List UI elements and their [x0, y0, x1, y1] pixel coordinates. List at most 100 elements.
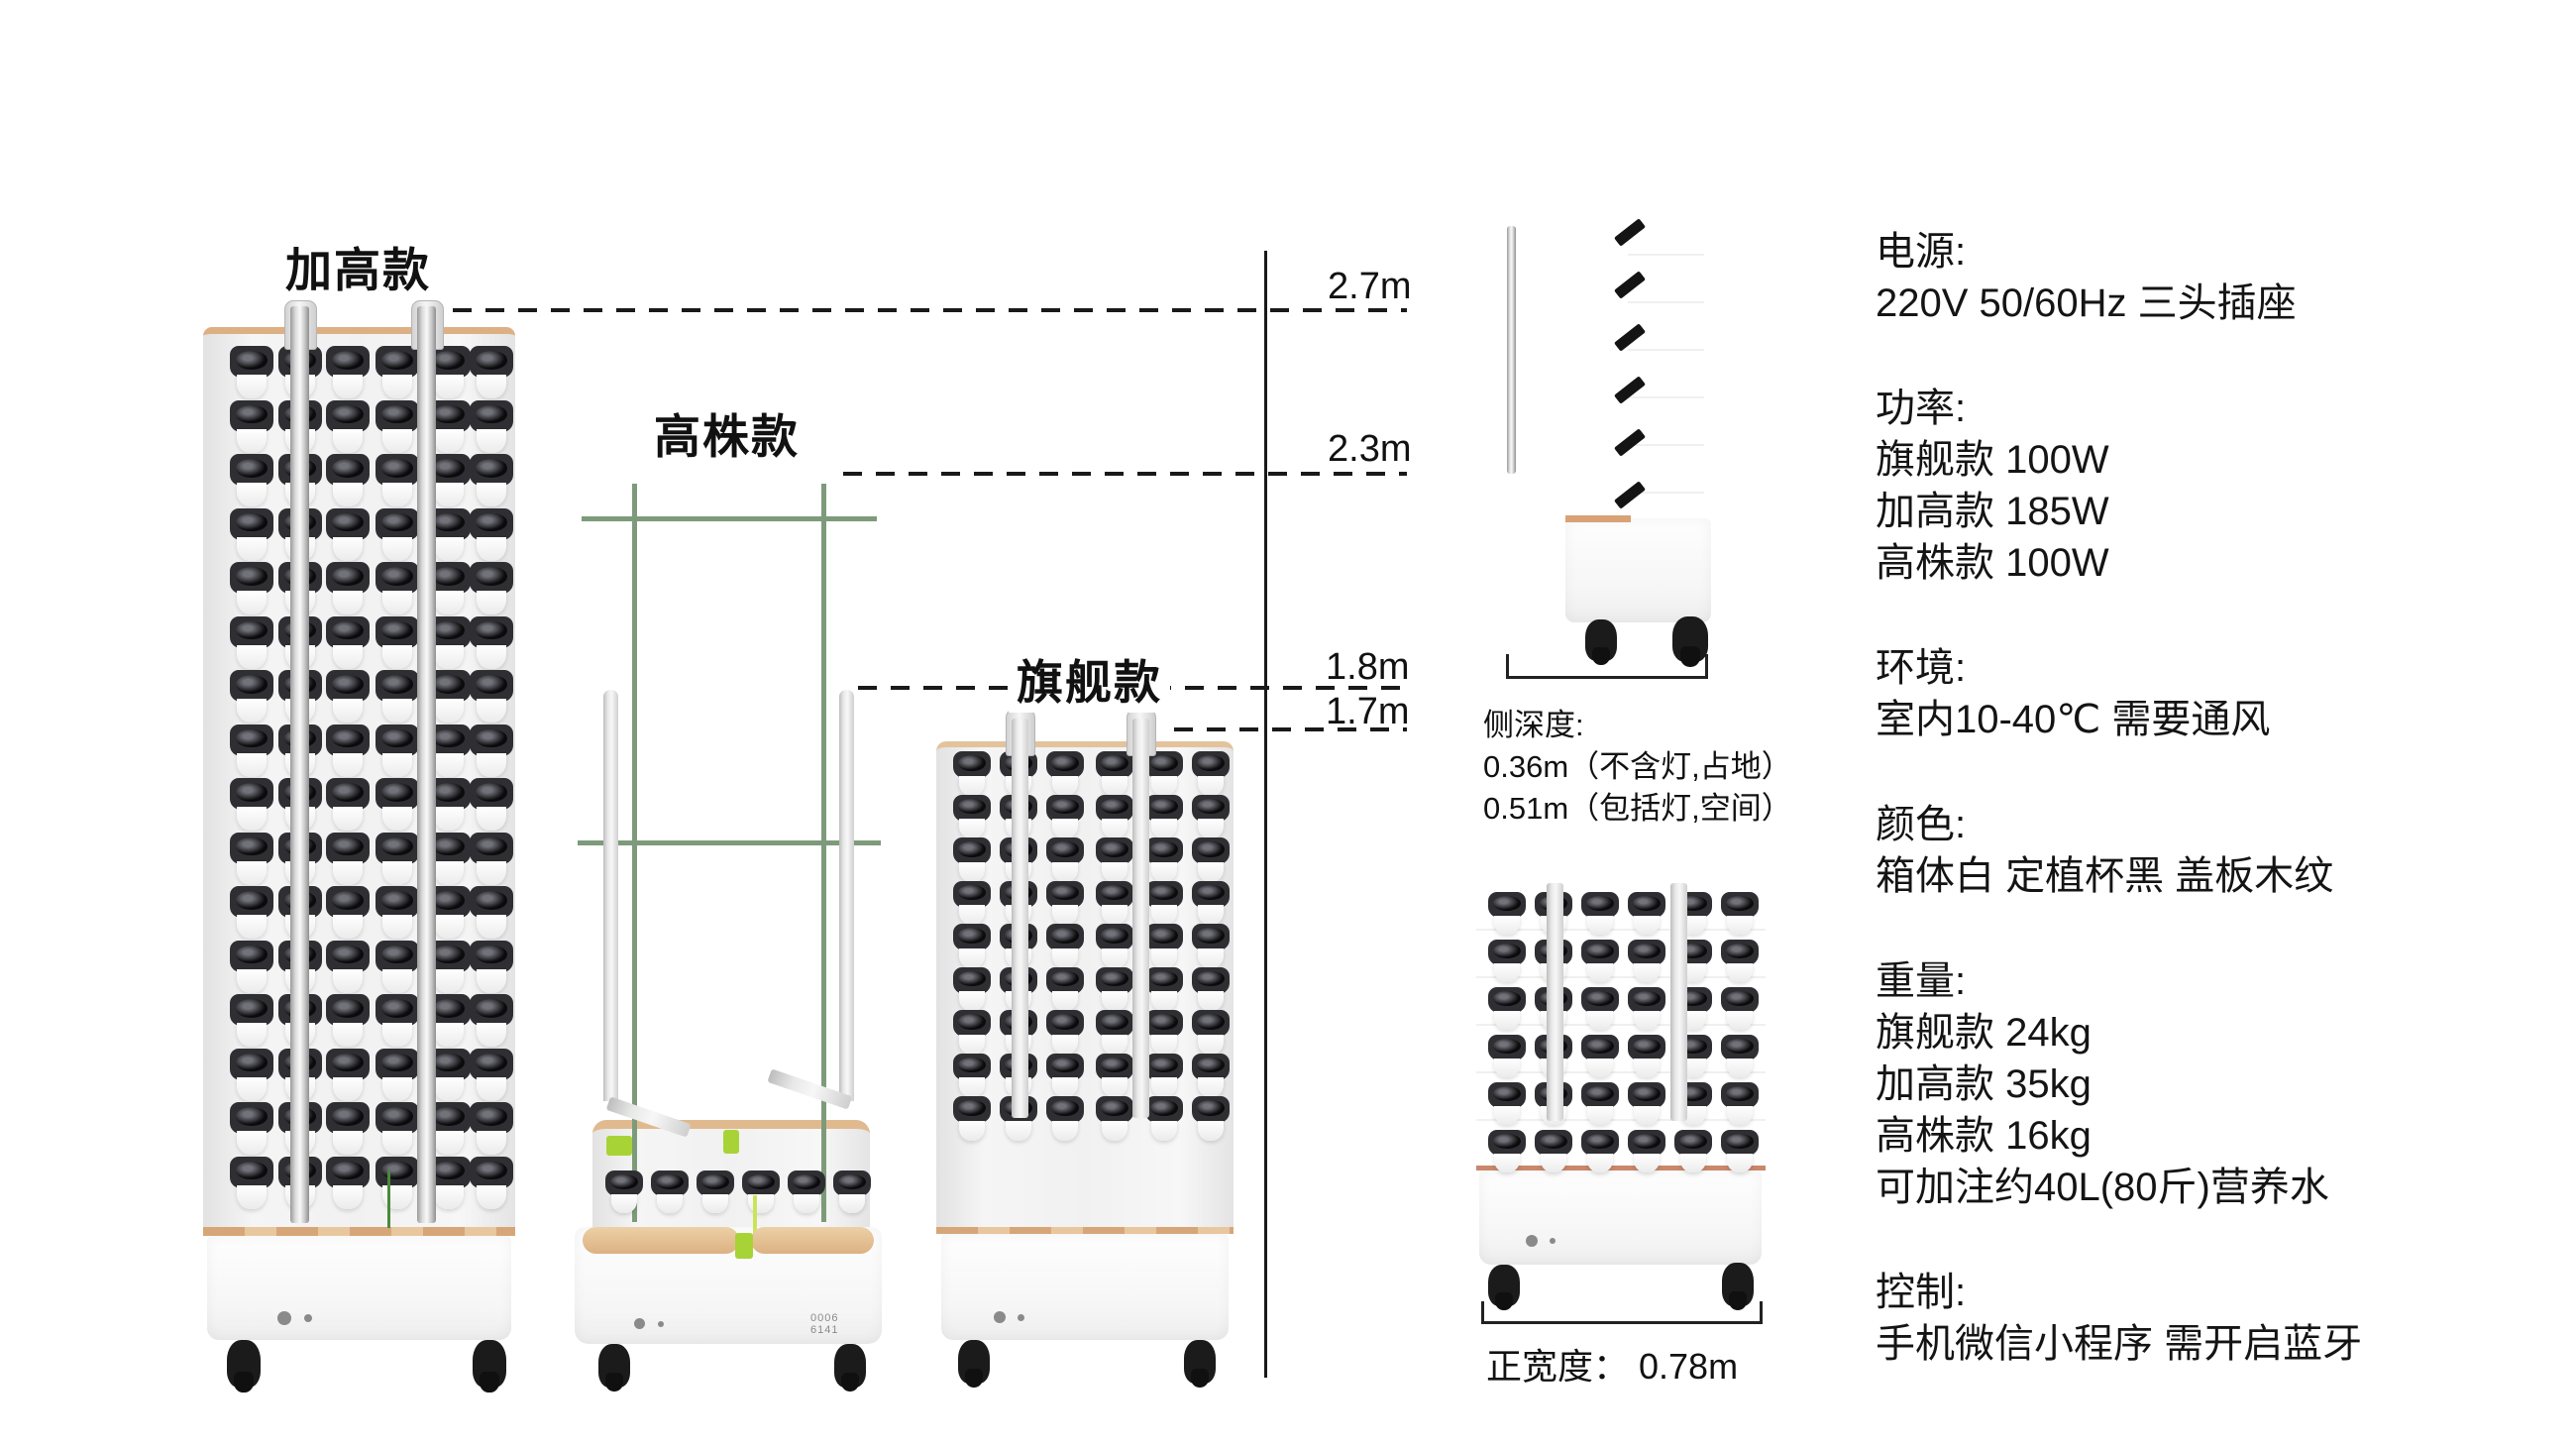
- planting-cup: [1192, 966, 1230, 1012]
- planting-cup: [470, 615, 513, 669]
- planting-cup: [230, 886, 273, 940]
- spec-line: 手机微信小程序 需开启蓝牙: [1876, 1322, 2363, 1366]
- wood-trim-strip: [1565, 515, 1631, 522]
- front-width-label: 正宽度： 0.78m: [1486, 1346, 1739, 1387]
- caster-wheel: [1585, 619, 1617, 666]
- planting-cup: [1096, 794, 1133, 839]
- height-line-2-3m: [843, 472, 1407, 476]
- planting-cup: [1145, 1053, 1183, 1098]
- spec-line: 颜色:: [1876, 803, 1967, 846]
- spec-line: 可加注约40L(80斤)营养水: [1876, 1166, 2329, 1209]
- tower-flagship-figure: [936, 699, 1234, 1389]
- planting-cup: [230, 724, 273, 777]
- planting-cup: [470, 724, 513, 777]
- planting-cup: [230, 562, 273, 615]
- side-depth-value-2: 0.51m（包括灯,空间）: [1483, 791, 1792, 826]
- planting-cup: [1046, 837, 1084, 882]
- spec-line: 高株款 100W: [1876, 541, 2109, 585]
- planting-cup: [1046, 1053, 1084, 1098]
- spec-line: 控制:: [1876, 1271, 1967, 1314]
- indicator-led: [1550, 1238, 1556, 1244]
- trellis-pole: [632, 484, 637, 1222]
- spec-gap: [1876, 329, 2529, 383]
- base-box-side: [1565, 518, 1711, 622]
- planting-cup: [230, 1156, 273, 1209]
- planting-cup: [953, 751, 991, 796]
- planting-cup: [953, 1010, 991, 1055]
- planting-cup: [326, 724, 370, 777]
- label-tall-plant-model: 高株款: [654, 410, 800, 463]
- spec-gap: [1876, 745, 2529, 799]
- planting-cup: [1628, 892, 1665, 936]
- light-pole: [839, 690, 854, 1101]
- planting-cup: [1488, 987, 1526, 1031]
- planting-cup: [376, 994, 419, 1048]
- water-tank-base: [941, 1234, 1229, 1340]
- spec-line: 重量:: [1876, 959, 1967, 1003]
- planting-cup: [1488, 1130, 1526, 1173]
- planting-cup: [1721, 892, 1759, 936]
- planting-cup: [833, 1170, 871, 1214]
- planting-cup: [326, 615, 370, 669]
- planting-cup: [470, 940, 513, 993]
- planting-cup-grid: [203, 334, 515, 1227]
- spec-gap: [1876, 902, 2529, 955]
- planting-cup: [376, 670, 419, 724]
- planting-cup: [470, 994, 513, 1048]
- planting-cup: [230, 670, 273, 724]
- spec-line: 旗舰款 24kg: [1876, 1011, 2092, 1055]
- planting-cup: [470, 1048, 513, 1101]
- planting-cup: [1096, 924, 1133, 968]
- planting-cup: [470, 507, 513, 561]
- planting-cup: [1581, 1130, 1619, 1173]
- planting-cup: [376, 454, 419, 507]
- planting-cup: [427, 346, 471, 399]
- light-pole-side: [1507, 226, 1516, 474]
- water-tank-base: [1479, 1170, 1762, 1265]
- planting-cup: [470, 1102, 513, 1156]
- caster-wheel: [834, 1344, 866, 1393]
- planting-cup: [1628, 940, 1665, 983]
- spec-line: 环境:: [1876, 646, 1967, 690]
- planting-cup: [1628, 1035, 1665, 1078]
- planting-cup: [1046, 794, 1084, 839]
- drip-line: [753, 1195, 757, 1240]
- tower-tall-plant-figure: 0006 6141: [575, 464, 884, 1393]
- serial-line: 0006: [810, 1312, 839, 1324]
- side-view-figure: [1491, 203, 1729, 689]
- planting-cup: [953, 924, 991, 968]
- side-cup-notch: [1614, 323, 1646, 352]
- spec-line: 旗舰款 100W: [1876, 438, 2109, 482]
- height-label-1-8m: 1.8m: [1326, 646, 1410, 688]
- planting-cup: [953, 1096, 991, 1141]
- planting-cup: [230, 778, 273, 832]
- planting-cup: [326, 994, 370, 1048]
- label-tall-plus-model: 加高款: [285, 244, 431, 296]
- planting-cup: [1096, 1096, 1133, 1141]
- planting-cup: [1046, 966, 1084, 1012]
- planting-cup: [1488, 1035, 1526, 1078]
- copper-trim-strip: [1476, 1166, 1766, 1170]
- caster-wheel: [1184, 1340, 1216, 1389]
- caster-wheel: [1488, 1265, 1520, 1311]
- light-rail-pole: [1670, 883, 1687, 1121]
- height-label-2-3m: 2.3m: [1328, 428, 1412, 470]
- planting-cup: [1488, 940, 1526, 983]
- planting-cup: [326, 454, 370, 507]
- planting-cup: [1581, 892, 1619, 936]
- planting-cup: [1581, 1082, 1619, 1126]
- planting-cup: [651, 1170, 689, 1214]
- planting-cup: [230, 940, 273, 993]
- wood-lid-panel: [751, 1227, 874, 1254]
- power-button: [634, 1318, 645, 1329]
- spec-gap: [1876, 1213, 2529, 1267]
- side-cup-notch: [1614, 428, 1646, 457]
- green-tag: [735, 1233, 753, 1259]
- light-rail-pole: [1012, 719, 1028, 1118]
- planting-cup: [376, 562, 419, 615]
- planting-cup: [1192, 1096, 1230, 1141]
- planting-cup-grid: [1476, 883, 1766, 1173]
- planting-cup: [1145, 751, 1183, 796]
- planting-cup: [1046, 880, 1084, 926]
- width-measure-bracket: [1481, 1301, 1763, 1324]
